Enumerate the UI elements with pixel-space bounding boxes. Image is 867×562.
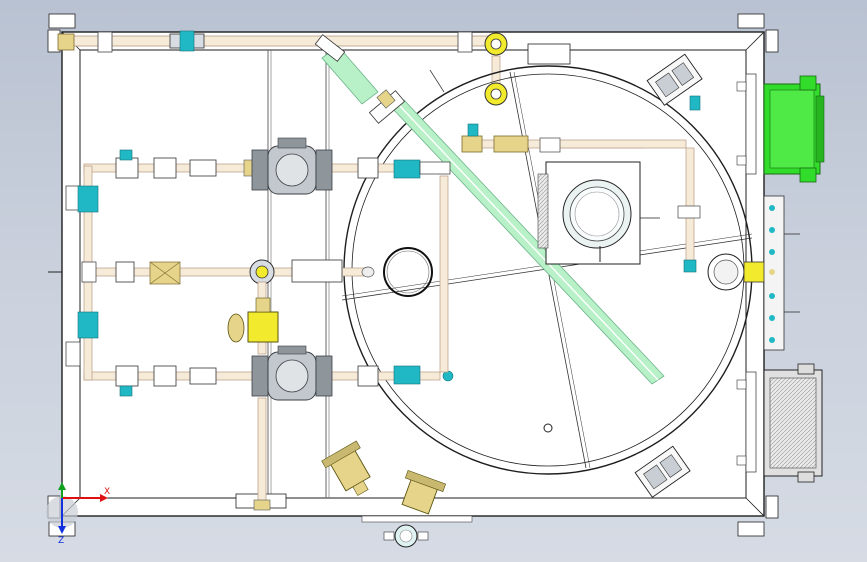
gate-valve-icon[interactable]: [251, 137, 333, 195]
load-cell-lower-right[interactable]: [634, 445, 691, 498]
flange-icon[interactable]: [249, 259, 275, 285]
gate-valve-icon[interactable]: [251, 345, 333, 401]
dosing-line[interactable]: [461, 123, 687, 153]
lifting-lug-top-right[interactable]: [737, 13, 765, 29]
agitator-drive[interactable]: [537, 141, 660, 265]
axis-z-label: Z: [58, 536, 64, 546]
pneumatic-actuator[interactable]: [227, 297, 279, 343]
axis-x-label: X: [104, 487, 110, 497]
load-cell-upper-right[interactable]: [646, 53, 703, 106]
top-bracket: [527, 43, 571, 65]
flange-icon[interactable]: [484, 32, 508, 56]
terminal-strip[interactable]: [763, 195, 800, 351]
pressure-gauge-icon[interactable]: [383, 524, 429, 548]
flange-icon[interactable]: [484, 82, 508, 106]
left-manifold[interactable]: [77, 165, 99, 381]
motor-housing[interactable]: [763, 363, 823, 483]
pipe-row-middle[interactable]: [83, 259, 375, 285]
bottom-valve-right[interactable]: [396, 469, 447, 516]
lifting-lug-bottom-right[interactable]: [737, 521, 765, 537]
junction-box-icon[interactable]: [763, 75, 825, 183]
bottom-valve-left[interactable]: [321, 440, 381, 503]
manway-icon[interactable]: [383, 247, 433, 297]
drain-port[interactable]: [543, 423, 553, 433]
sight-glass-tube[interactable]: [314, 34, 665, 385]
coordinate-triad: X Z: [46, 482, 110, 546]
lifting-lug-top-left[interactable]: [48, 13, 76, 29]
